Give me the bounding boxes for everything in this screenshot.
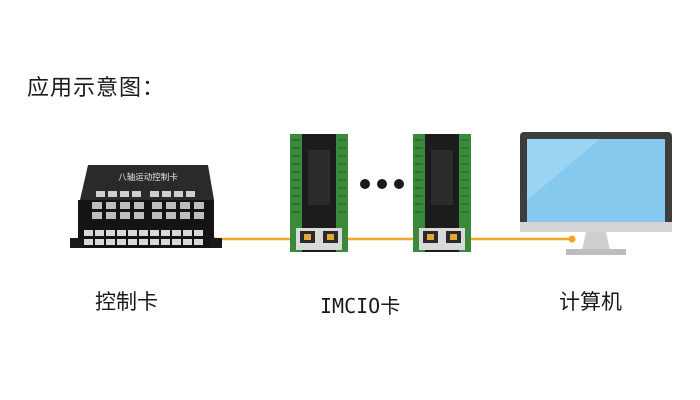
controller-label: 控制卡	[95, 290, 158, 314]
ellipsis-dot	[360, 179, 370, 189]
imcio-label-suffix: 卡	[380, 294, 401, 318]
computer-monitor	[520, 132, 672, 255]
computer-label: 计算机	[559, 290, 622, 314]
ellipsis-dot	[377, 179, 387, 189]
controller-panel-text: 八轴运动控制卡	[118, 172, 178, 183]
controller-device: 八轴运动控制卡	[70, 165, 222, 248]
imcio-label: IMCIO卡	[320, 290, 400, 319]
imcio-module-1	[290, 134, 348, 252]
imcio-label-prefix: IMCIO	[320, 294, 381, 318]
ellipsis-dot	[394, 179, 404, 189]
diagram-title: 应用示意图：	[27, 76, 166, 101]
connection-endpoint-right	[568, 235, 576, 243]
imcio-module-2	[413, 134, 471, 252]
